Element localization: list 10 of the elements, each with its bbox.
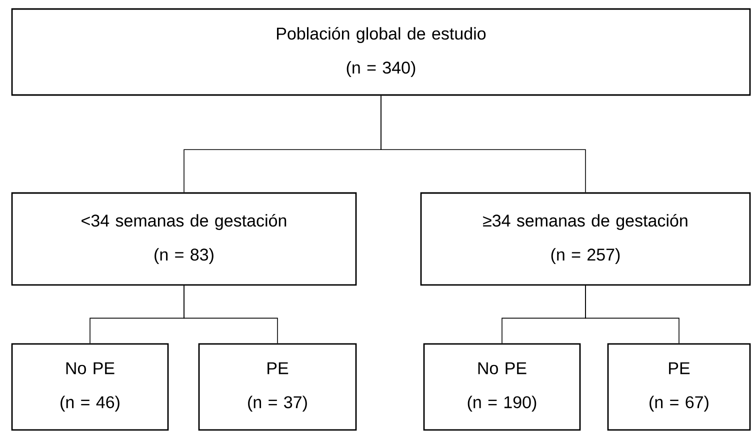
box: No PE (n = 46): [11, 343, 169, 431]
box: Población global de estudio (n = 340): [11, 8, 751, 96]
box: <34 semanas de gestación (n = 83): [11, 192, 357, 286]
box: PE (n = 37): [198, 343, 357, 431]
connector-line: [184, 285, 278, 344]
box: ≥34 semanas de gestación (n = 257): [420, 192, 751, 286]
connector-line: [585, 285, 680, 344]
box: PE (n = 67): [607, 343, 751, 431]
connector-line: [380, 95, 586, 193]
box: No PE (n = 190): [423, 343, 581, 431]
